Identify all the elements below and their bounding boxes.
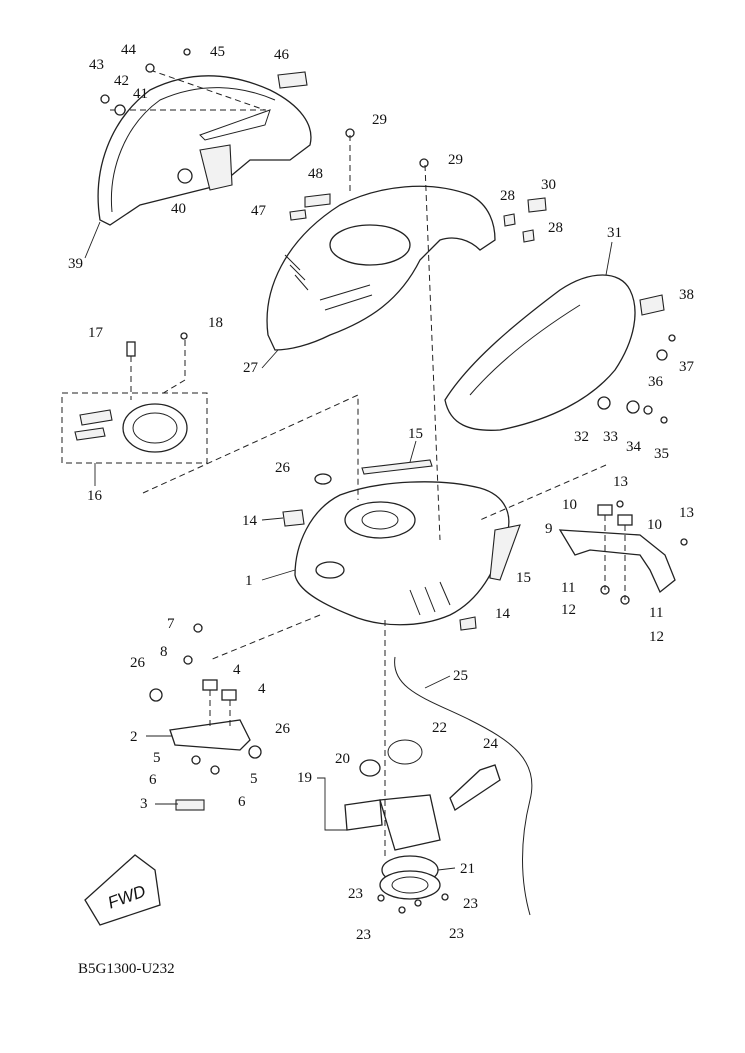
- callout-21: 21: [460, 861, 475, 877]
- callout-15b: 15: [516, 570, 531, 586]
- callout-43: 43: [89, 57, 104, 73]
- callout-33: 33: [603, 429, 618, 445]
- forward-direction-arrow: FWD: [84, 854, 161, 926]
- callout-2: 2: [130, 729, 138, 745]
- callout-36: 36: [648, 374, 664, 390]
- callout-7: 7: [167, 616, 175, 632]
- callout-29a: 29: [372, 112, 387, 128]
- callout-42: 42: [114, 73, 129, 89]
- side-cover-left-assembly: [97, 48, 312, 226]
- callout-39: 39: [68, 256, 83, 272]
- fuel-tank: [282, 459, 521, 631]
- drawing-code: B5G1300-U232: [78, 961, 175, 977]
- callout-13b: 13: [679, 505, 694, 521]
- rear-bracket-assembly: [558, 500, 688, 605]
- callout-4a: 4: [233, 662, 241, 678]
- callout-18: 18: [208, 315, 223, 331]
- callout-47: 47: [251, 203, 267, 219]
- callout-32: 32: [574, 429, 589, 445]
- callout-45: 45: [210, 44, 225, 60]
- callout-14b: 14: [495, 606, 511, 622]
- callout-22: 22: [432, 720, 447, 736]
- callout-26b: 26: [130, 655, 146, 671]
- callout-3: 3: [140, 796, 148, 812]
- tank-top-cover-assembly: [266, 128, 547, 351]
- callout-29b: 29: [448, 152, 463, 168]
- callout-26a: 26: [275, 460, 291, 476]
- assembly-guidelines: [142, 135, 607, 661]
- callout-23c: 23: [356, 927, 371, 943]
- callout-38: 38: [679, 287, 694, 303]
- callout-25: 25: [453, 668, 468, 684]
- callout-35: 35: [654, 446, 669, 462]
- callout-46: 46: [274, 47, 290, 63]
- callout-23b: 23: [463, 896, 478, 912]
- callout-48: 48: [308, 166, 323, 182]
- callout-44: 44: [121, 42, 137, 58]
- callout-13a: 13: [613, 474, 628, 490]
- callout-23a: 23: [348, 886, 363, 902]
- callout-10a: 10: [562, 497, 577, 513]
- callout-12a: 12: [561, 602, 576, 618]
- callout-34: 34: [626, 439, 642, 455]
- callout-labels: 1 2 3 4 4 5 5 6 6 7 8 9 10 10 11 11 12 1…: [68, 42, 695, 943]
- fuel-cap-assembly: [61, 332, 208, 464]
- callout-6a: 6: [149, 772, 157, 788]
- callout-26c: 26: [275, 721, 291, 737]
- callout-5a: 5: [153, 750, 161, 766]
- callout-17: 17: [88, 325, 104, 341]
- front-bracket-assembly: [149, 623, 262, 811]
- callout-30: 30: [541, 177, 556, 193]
- callout-9: 9: [545, 521, 553, 537]
- fuel-pump-assembly: [344, 620, 533, 916]
- callout-10b: 10: [647, 517, 662, 533]
- side-cover-right-assembly: [444, 274, 676, 431]
- callout-28b: 28: [548, 220, 563, 236]
- callout-28a: 28: [500, 188, 515, 204]
- callout-24: 24: [483, 736, 499, 752]
- callout-11a: 11: [561, 580, 575, 596]
- callout-4b: 4: [258, 681, 266, 697]
- callout-20: 20: [335, 751, 350, 767]
- callout-12b: 12: [649, 629, 664, 645]
- callout-27: 27: [243, 360, 259, 376]
- callout-5b: 5: [250, 771, 258, 787]
- callout-16: 16: [87, 488, 103, 504]
- callout-15a: 15: [408, 426, 423, 442]
- callout-6b: 6: [238, 794, 246, 810]
- callout-14a: 14: [242, 513, 258, 529]
- callout-19: 19: [297, 770, 312, 786]
- callout-1: 1: [245, 573, 253, 589]
- callout-41: 41: [133, 86, 148, 102]
- callout-23d: 23: [449, 926, 464, 942]
- callout-37: 37: [679, 359, 695, 375]
- callout-40: 40: [171, 201, 186, 217]
- callout-31: 31: [607, 225, 622, 241]
- callout-8: 8: [160, 644, 168, 660]
- callout-11b: 11: [649, 605, 663, 621]
